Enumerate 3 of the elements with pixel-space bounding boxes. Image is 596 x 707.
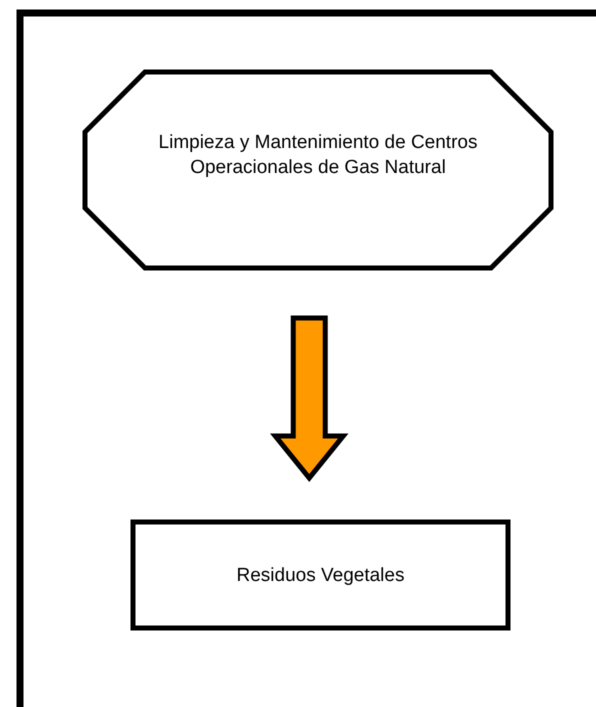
block-arrow: [270, 316, 348, 482]
node-text: Limpieza y Mantenimiento de Centros Operacionales de Gas Natural: [158, 131, 478, 180]
node-text: Residuos Vegetales: [236, 564, 404, 588]
